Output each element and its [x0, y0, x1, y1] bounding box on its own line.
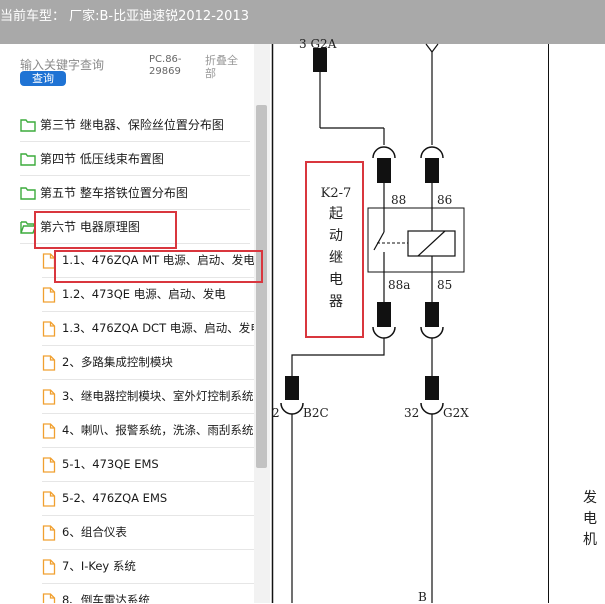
connector-g2x-code: G2X [443, 406, 469, 420]
document-icon [42, 593, 58, 603]
tree-item-label: 3、继电器控制模块、室外灯控制系统 [62, 389, 254, 403]
document-icon [42, 321, 58, 337]
pin-86: 86 [437, 193, 453, 207]
document-icon [42, 389, 58, 405]
bottom-label: B [418, 590, 427, 604]
document-icon [42, 423, 58, 439]
highlight-item-1-1 [54, 250, 263, 283]
search-input[interactable]: 输入关键字查询 [20, 58, 105, 72]
highlight-relay-k2-7 [305, 161, 364, 338]
collapse-all-button[interactable]: 折叠全部 [205, 54, 238, 80]
relay-name: 起动继电器 [329, 206, 343, 310]
tree-document-item[interactable]: 5-1、473QE EMS [42, 448, 254, 482]
tree-item-label: 6、组合仪表 [62, 525, 127, 539]
tree-document-item[interactable]: 6、组合仪表 [42, 516, 254, 550]
folder-icon [20, 151, 36, 166]
tree-item-label: 1.2、473QE 电源、启动、发电 [62, 287, 226, 301]
tree-item-label: 8、倒车雷达系统 [62, 593, 150, 603]
connector-g2a-code: G2A [310, 37, 337, 51]
tree-folder-item[interactable]: 第六节 电器原理图 [20, 210, 250, 244]
document-icon [42, 491, 58, 507]
tree-document-item[interactable]: 3、继电器控制模块、室外灯控制系统 [42, 380, 254, 414]
document-icon [42, 559, 58, 575]
highlight-section-six [34, 211, 177, 249]
tree-folder-item[interactable]: 第三节 继电器、保险丝位置分布图 [20, 108, 250, 142]
tree-item-label: 5-2、476ZQA EMS [62, 491, 168, 505]
connector-b2c-number: 2 [272, 406, 280, 420]
folder-icon [20, 117, 36, 132]
sidebar-scrollbar-thumb[interactable] [256, 105, 267, 468]
model-code-line2: 29869 [149, 66, 181, 77]
tree-item-label: 5-1、473QE EMS [62, 457, 159, 471]
relay-code: K2-7 [320, 186, 352, 201]
generator-label: 发电机 [583, 490, 597, 548]
tree-document-item[interactable]: 1.3、476ZQA DCT 电源、启动、发电 [42, 312, 254, 346]
tree-item-label: 第五节 整车搭铁位置分布图 [40, 186, 188, 200]
search-button[interactable]: 查询 [20, 71, 66, 86]
tree-document-item[interactable]: 5-2、476ZQA EMS [42, 482, 254, 516]
tree-document-item[interactable]: 7、I-Key 系统 [42, 550, 254, 584]
folder-icon [20, 185, 36, 200]
pin-88: 88 [391, 193, 407, 207]
model-code-line1: PC.86- [149, 54, 182, 65]
tree-document-item[interactable]: 1.2、473QE 电源、启动、发电 [42, 278, 254, 312]
tree-item-label: 7、I-Key 系统 [62, 559, 136, 573]
pin-88a: 88a [388, 278, 411, 292]
sidebar-tree: 输入关键字查询 查询 PC.86- 29869 折叠全部 第三节 继电器、保险丝… [0, 44, 270, 603]
tree-document-item[interactable]: 2、多路集成控制模块 [42, 346, 254, 380]
title-bar: 当前车型： 厂家:B-比亚迪速锐2012-2013 [0, 0, 605, 44]
pin-85: 85 [437, 278, 453, 292]
connector-g2a-number: 3 [299, 37, 307, 51]
connector-g2a-label: 3 G2A [299, 37, 336, 51]
tree-item-label: 4、喇叭、报警系统，洗涤、雨刮系统 [62, 423, 254, 437]
document-icon [42, 457, 58, 473]
document-icon [42, 355, 58, 371]
tree-item-label: 1.1、476ZQA MT 电源、启动、发电 [62, 253, 254, 267]
connector-g2x-number: 32 [404, 406, 420, 420]
tree-item-label: 第六节 电器原理图 [40, 220, 140, 234]
tree-item-label: 第三节 继电器、保险丝位置分布图 [40, 118, 224, 132]
document-icon [42, 287, 58, 303]
tree-item-label: 1.3、476ZQA DCT 电源、启动、发电 [62, 321, 254, 335]
tree-document-item[interactable]: 4、喇叭、报警系统，洗涤、雨刮系统 [42, 414, 254, 448]
tree-folder-item[interactable]: 第四节 低压线束布置图 [20, 142, 250, 176]
model-code: PC.86- 29869 [149, 54, 182, 78]
relay-k2-7-label: K2-7 起动继电器 [312, 186, 360, 313]
tree-folder-item[interactable]: 第五节 整车搭铁位置分布图 [20, 176, 250, 210]
vehicle-model-title: 当前车型： 厂家:B-比亚迪速锐2012-2013 [0, 9, 249, 24]
tree-item-label: 第四节 低压线束布置图 [40, 152, 164, 166]
document-icon [42, 525, 58, 541]
connector-b2c-code: B2C [303, 406, 329, 420]
tree-item-label: 2、多路集成控制模块 [62, 355, 173, 369]
tree-document-item[interactable]: 8、倒车雷达系统 [42, 584, 254, 603]
